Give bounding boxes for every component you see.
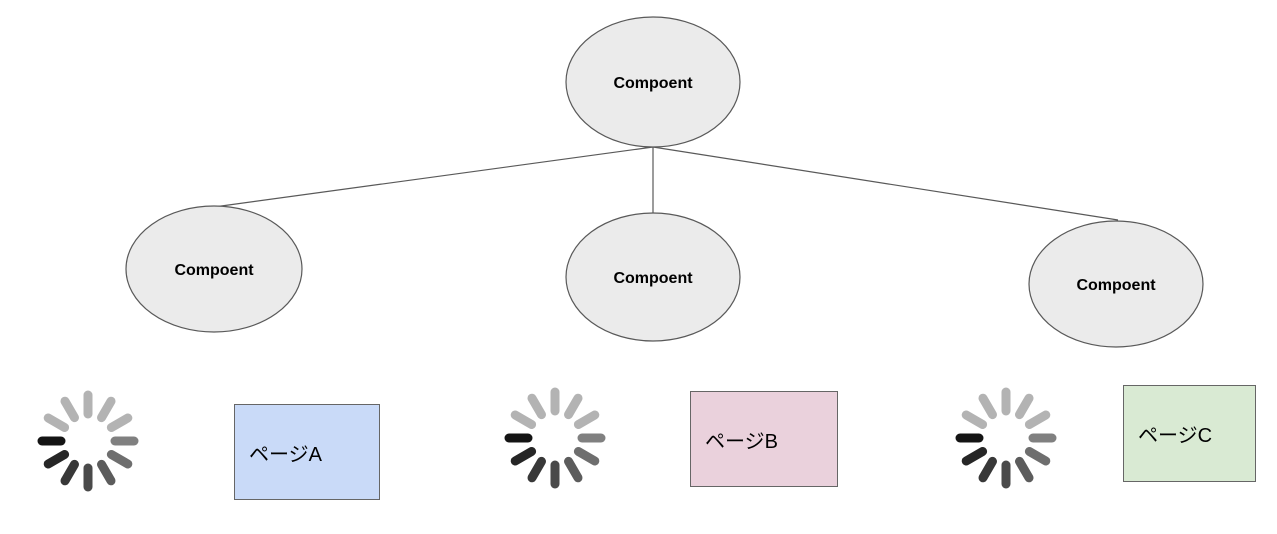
spinner-segment bbox=[43, 413, 70, 432]
spinner-segment bbox=[1024, 447, 1051, 466]
tree-edges bbox=[213, 146, 1119, 221]
spinner-segment bbox=[564, 456, 583, 483]
spinner-segment bbox=[961, 447, 988, 466]
loading-spinner-icon bbox=[37, 390, 139, 492]
loading-spinner-icon bbox=[955, 387, 1057, 489]
edge-root-left bbox=[213, 146, 654, 208]
spinner-segment bbox=[510, 447, 537, 466]
spinner-segment bbox=[978, 456, 997, 483]
node-center: Compoent bbox=[565, 212, 741, 342]
page-a-label: ページA bbox=[249, 443, 322, 466]
spinner-segment bbox=[573, 447, 600, 466]
page-b-label: ページB bbox=[705, 430, 778, 453]
spinner-segment bbox=[527, 456, 546, 483]
spinner-segment bbox=[106, 450, 133, 469]
spinner-segment bbox=[510, 410, 537, 429]
node-left-label: Compoent bbox=[174, 262, 254, 279]
spinner-segment bbox=[60, 396, 79, 423]
page-a-box: ページA bbox=[234, 404, 380, 500]
spinner-segment bbox=[106, 413, 133, 432]
node-root: Compoent bbox=[565, 16, 741, 148]
node-left: Compoent bbox=[125, 205, 303, 333]
spinner-segment bbox=[978, 393, 997, 420]
spinner-segment bbox=[564, 393, 583, 420]
spinner-segment bbox=[1015, 456, 1034, 483]
node-center-label: Compoent bbox=[613, 270, 693, 287]
spinner-segment bbox=[60, 459, 79, 486]
node-root-label: Compoent bbox=[613, 75, 693, 92]
spinner-segment bbox=[1015, 393, 1034, 420]
spinner-segment bbox=[573, 410, 600, 429]
page-c-box: ページC bbox=[1123, 385, 1256, 482]
node-right: Compoent bbox=[1028, 220, 1204, 348]
page-b-box: ページB bbox=[690, 391, 838, 487]
node-right-label: Compoent bbox=[1076, 277, 1156, 294]
spinner-segment bbox=[97, 396, 116, 423]
spinner-segment bbox=[1024, 410, 1051, 429]
spinner-segment bbox=[97, 459, 116, 486]
page-c-label: ページC bbox=[1138, 425, 1213, 447]
spinner-segment bbox=[527, 393, 546, 420]
edge-root-right bbox=[652, 146, 1119, 221]
loading-spinner-icon bbox=[504, 387, 606, 489]
spinner-segment bbox=[43, 450, 70, 469]
spinner-segment bbox=[961, 410, 988, 429]
